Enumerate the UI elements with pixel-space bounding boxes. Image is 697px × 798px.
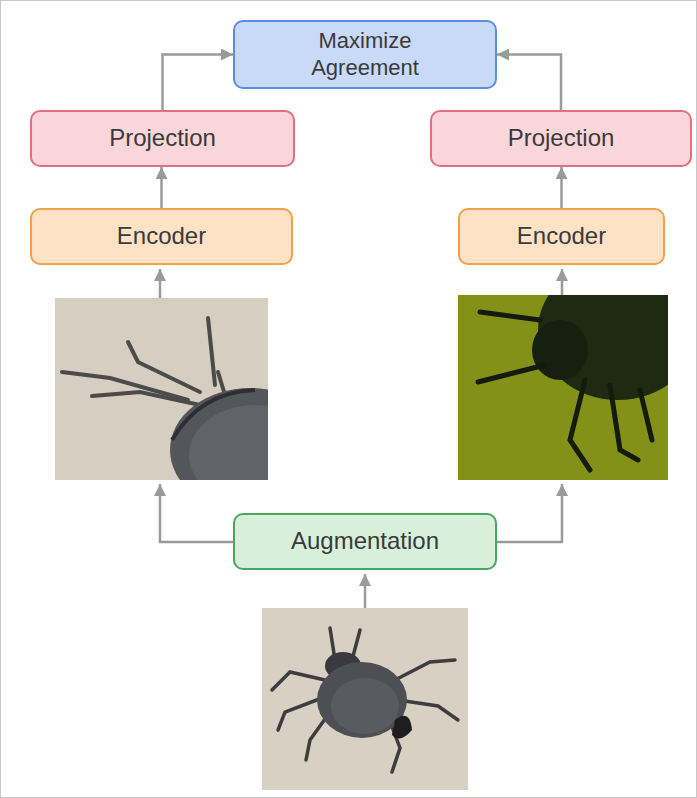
box-label: Encoder bbox=[117, 222, 206, 251]
flow-arrow bbox=[160, 167, 163, 208]
original-photo bbox=[262, 608, 468, 790]
encoder-box: Encoder bbox=[30, 208, 293, 265]
projection-box: Projection bbox=[30, 110, 295, 167]
objective-box: Maximize Agreement bbox=[233, 20, 497, 89]
augmented-photo-left bbox=[55, 298, 268, 480]
box-label: Maximize Agreement bbox=[290, 28, 440, 81]
projection-box: Projection bbox=[430, 110, 692, 167]
box-label: Augmentation bbox=[291, 527, 439, 556]
wire bbox=[364, 574, 367, 608]
wire bbox=[561, 269, 564, 295]
box-label: Encoder bbox=[517, 222, 606, 251]
flow-arrow bbox=[560, 167, 563, 208]
wire bbox=[160, 484, 233, 542]
wire bbox=[497, 484, 562, 542]
wire bbox=[159, 269, 162, 298]
box-label: Projection bbox=[508, 124, 615, 153]
augmented-photo-right bbox=[458, 295, 668, 480]
flow-arrow bbox=[163, 55, 234, 111]
box-label: Projection bbox=[109, 124, 216, 153]
flow-arrow bbox=[497, 55, 561, 111]
augmentation-box: Augmentation bbox=[233, 513, 497, 570]
encoder-box: Encoder bbox=[458, 208, 665, 265]
